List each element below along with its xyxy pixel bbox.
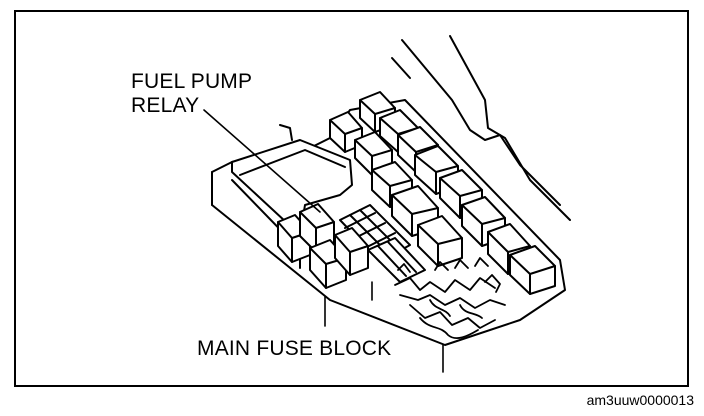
mini-fuse-grid <box>339 204 426 283</box>
main-fuse-block-label: MAIN FUSE BLOCK <box>197 337 392 360</box>
fuel-pump-relay-leader <box>203 109 321 213</box>
front-relays <box>277 203 369 289</box>
fuel-pump-relay-label-line2: RELAY <box>131 94 200 117</box>
figure-id: am3uuw0000013 <box>586 392 694 408</box>
callout-leaders <box>203 109 444 373</box>
fuel-pump-relay-label-line1: FUEL PUMP <box>131 70 253 93</box>
relay-cubes <box>329 91 556 295</box>
fuel-pump-relay-label: FUEL PUMP RELAY <box>131 70 252 118</box>
wiring-harness <box>394 257 506 339</box>
body-panel-lines <box>391 35 571 221</box>
